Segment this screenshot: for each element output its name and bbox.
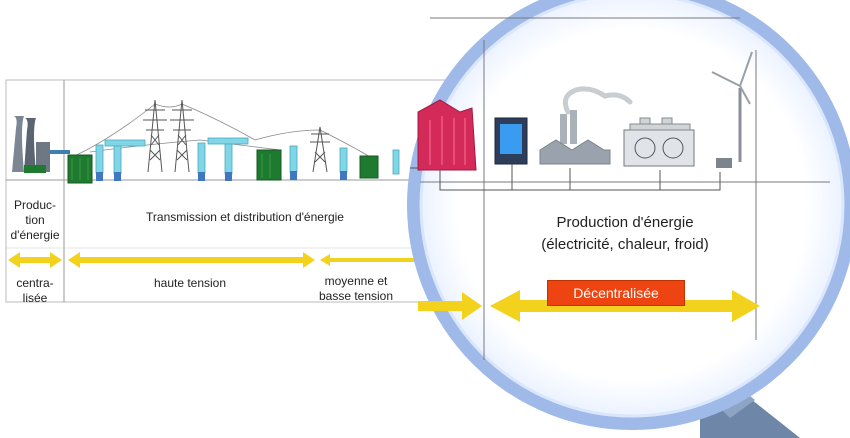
centralised-label: centra- lisée [16, 276, 54, 305]
arrow-centralised [8, 252, 62, 268]
lens-frame [420, 17, 830, 360]
insulator-gantries [95, 137, 400, 175]
pylon-3-icon [310, 126, 330, 173]
transformer-2-icon [256, 149, 282, 181]
factory-icon [539, 86, 633, 165]
cogeneration-unit-icon [623, 117, 695, 167]
high-voltage-label: haute tension [153, 276, 227, 290]
decentral-production-title: Production d'énergie (électricité, chale… [541, 214, 709, 253]
central-production-title: Produc- tion d'énergie [10, 198, 60, 242]
arrow-decentralised [490, 290, 760, 322]
insulator-bases [96, 171, 347, 181]
arrow-medium-low-voltage [320, 254, 420, 266]
transformer-3-icon [359, 155, 379, 179]
pylon-2-icon [170, 99, 194, 173]
decentralised-badge: Décentralisée [547, 280, 685, 306]
control-cabinet-icon [494, 117, 528, 165]
pylon-1-icon [143, 99, 167, 173]
building-icon [417, 99, 477, 171]
wind-turbine-icon [711, 51, 753, 168]
central-power-plant-icon [12, 116, 70, 173]
arrow-medium-low-voltage-magnified [418, 292, 482, 320]
transformer-1-icon [67, 154, 93, 184]
grid-title: Transmission et distribution d'énergie [146, 210, 344, 224]
medium-low-voltage-label: moyenne et basse tension [318, 274, 394, 303]
arrow-high-voltage [68, 252, 315, 268]
